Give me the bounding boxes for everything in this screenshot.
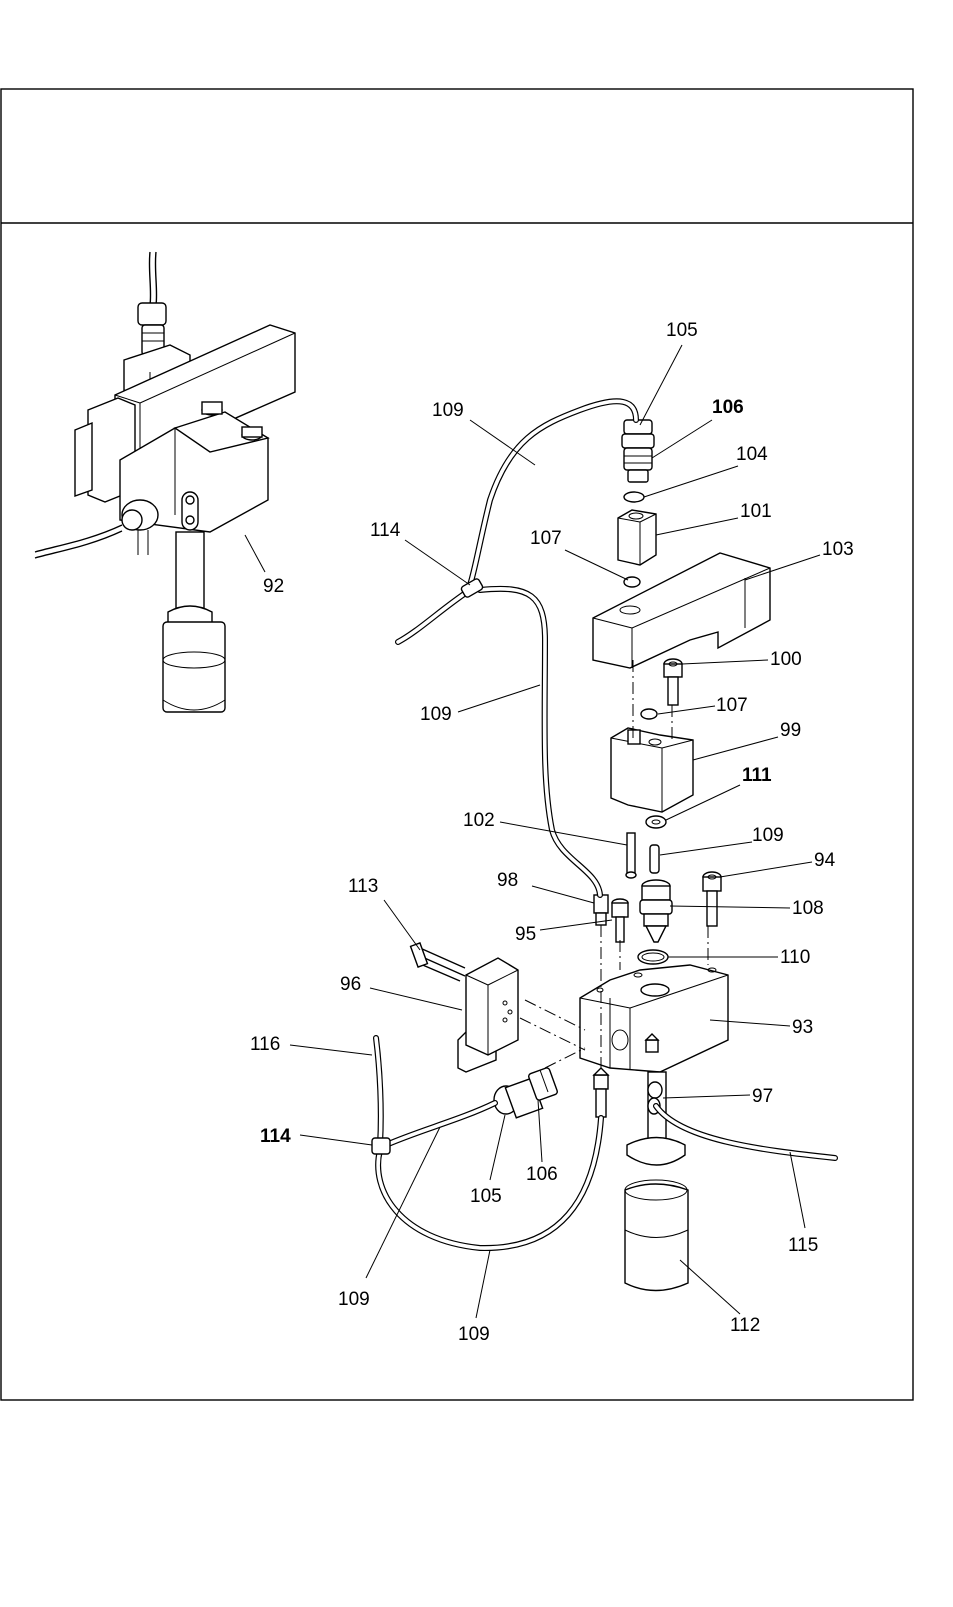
- callout-112: 112: [730, 1315, 760, 1336]
- callout-102: 102: [463, 810, 495, 831]
- callout-93: 93: [792, 1017, 813, 1038]
- callout-109-bottom-mid: 109: [458, 1324, 490, 1345]
- callout-104: 104: [736, 444, 768, 465]
- callout-101: 101: [740, 501, 772, 522]
- top-connector-105-106: [622, 420, 654, 482]
- fitting-left-lower: [594, 1068, 608, 1117]
- callout-108: 108: [792, 898, 824, 919]
- callout-94: 94: [814, 850, 836, 871]
- pin-109: [650, 845, 659, 873]
- screw-95: [612, 899, 628, 942]
- assembled-view: [35, 252, 295, 712]
- washer-107-upper: [624, 577, 640, 587]
- t-fitting-114-lower: [372, 1138, 390, 1154]
- frame-border: [1, 89, 913, 1400]
- callout-113: 113: [348, 876, 378, 897]
- nozzle-108: [640, 880, 672, 942]
- callout-116: 116: [250, 1034, 280, 1055]
- callout-98: 98: [497, 870, 518, 891]
- callout-95: 95: [515, 924, 536, 945]
- callout-99: 99: [780, 720, 801, 741]
- callout-96: 96: [340, 974, 361, 995]
- callout-109-pin: 109: [752, 825, 784, 846]
- callout-106-bot: 106: [526, 1164, 558, 1185]
- callout-109-top: 109: [432, 400, 464, 421]
- callout-111: 111: [742, 765, 772, 786]
- callout-92: 92: [263, 576, 284, 597]
- callout-109-mid: 109: [420, 704, 452, 725]
- callout-107-mid: 107: [716, 695, 748, 716]
- block-101: [618, 510, 656, 565]
- callout-106-top: 106: [712, 397, 744, 418]
- screw-100: [664, 659, 682, 705]
- callout-115: 115: [788, 1235, 818, 1256]
- main-block-93: [580, 965, 728, 1072]
- callout-107-top: 107: [530, 528, 562, 549]
- beam-103: [593, 553, 770, 668]
- pin-102: [626, 833, 636, 878]
- washer-104: [624, 492, 644, 502]
- callout-105-bot: 105: [470, 1186, 502, 1207]
- callout-100: 100: [770, 649, 802, 670]
- bottom-connector-105-106: [494, 1067, 558, 1118]
- screw-94: [703, 872, 721, 926]
- callout-97: 97: [752, 1086, 773, 1107]
- washer-107-lower: [641, 709, 657, 719]
- valve-96: [458, 958, 518, 1072]
- callout-114-bot: 114: [260, 1126, 291, 1147]
- callout-105-top: 105: [666, 320, 698, 341]
- callout-109-bottom-left: 109: [338, 1289, 370, 1310]
- cup-112: [625, 1138, 688, 1291]
- callout-114-top: 114: [370, 520, 401, 541]
- washer-111: [646, 816, 666, 828]
- callout-103: 103: [822, 539, 854, 560]
- callout-110: 110: [780, 947, 810, 968]
- block-99: [611, 728, 693, 812]
